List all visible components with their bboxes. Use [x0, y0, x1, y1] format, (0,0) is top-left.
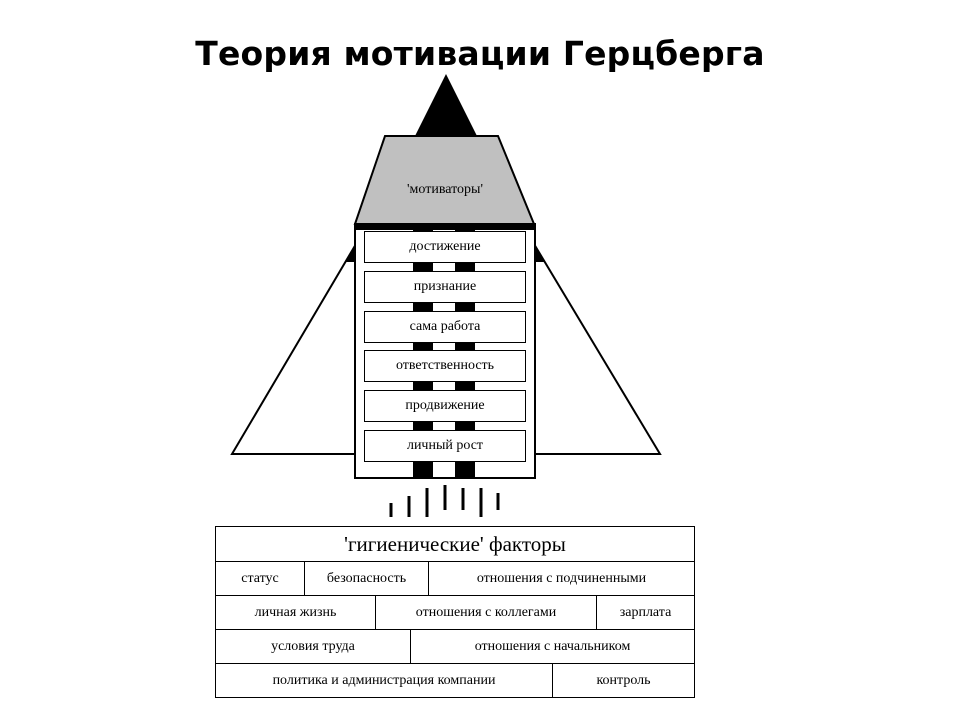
table-cell: отношения с начальником [474, 638, 631, 654]
left-fin-tip [346, 244, 356, 262]
hygiene-factors-table: 'гигиенические' факторы статус безопасно… [215, 526, 695, 698]
motivator-item: признание [364, 271, 526, 303]
table-cell: безопасность [305, 562, 429, 595]
table-row: статус безопасность отношения с подчинен… [216, 562, 694, 596]
motivators-label: 'мотиваторы' [407, 182, 483, 197]
page-title: Теория мотивации Герцберга [195, 34, 765, 73]
table-row: условия труда отношения с начальником [216, 630, 694, 664]
exhaust-lines [389, 485, 500, 517]
left-fin [230, 240, 357, 455]
table-cell: зарплата [619, 604, 672, 620]
table-cell: отношения с подчиненными [476, 570, 647, 586]
right-fin-tip [534, 244, 544, 262]
motivator-item: достижение [364, 231, 526, 263]
table-cell: контроль [596, 672, 651, 688]
table-row: политика и администрация компании контро… [216, 664, 694, 697]
cap-base-band [355, 224, 535, 230]
table-row: личная жизнь отношения с коллегами зарпл… [216, 596, 694, 630]
motivators-cap [353, 135, 536, 225]
motivator-item: продвижение [364, 390, 526, 422]
table-cell: статус [216, 562, 305, 595]
motivator-item: сама работа [364, 311, 526, 343]
motivator-item: личный рост [364, 430, 526, 462]
table-cell: личная жизнь [216, 596, 376, 629]
motivator-item: ответственность [364, 350, 526, 382]
table-cell: политика и администрация компании [216, 664, 553, 697]
right-fin [533, 240, 662, 455]
table-cell: отношения с коллегами [376, 596, 597, 629]
rocket-tip [415, 74, 477, 136]
hygiene-factors-title: 'гигиенические' факторы [216, 527, 694, 562]
table-cell: условия труда [216, 630, 411, 663]
